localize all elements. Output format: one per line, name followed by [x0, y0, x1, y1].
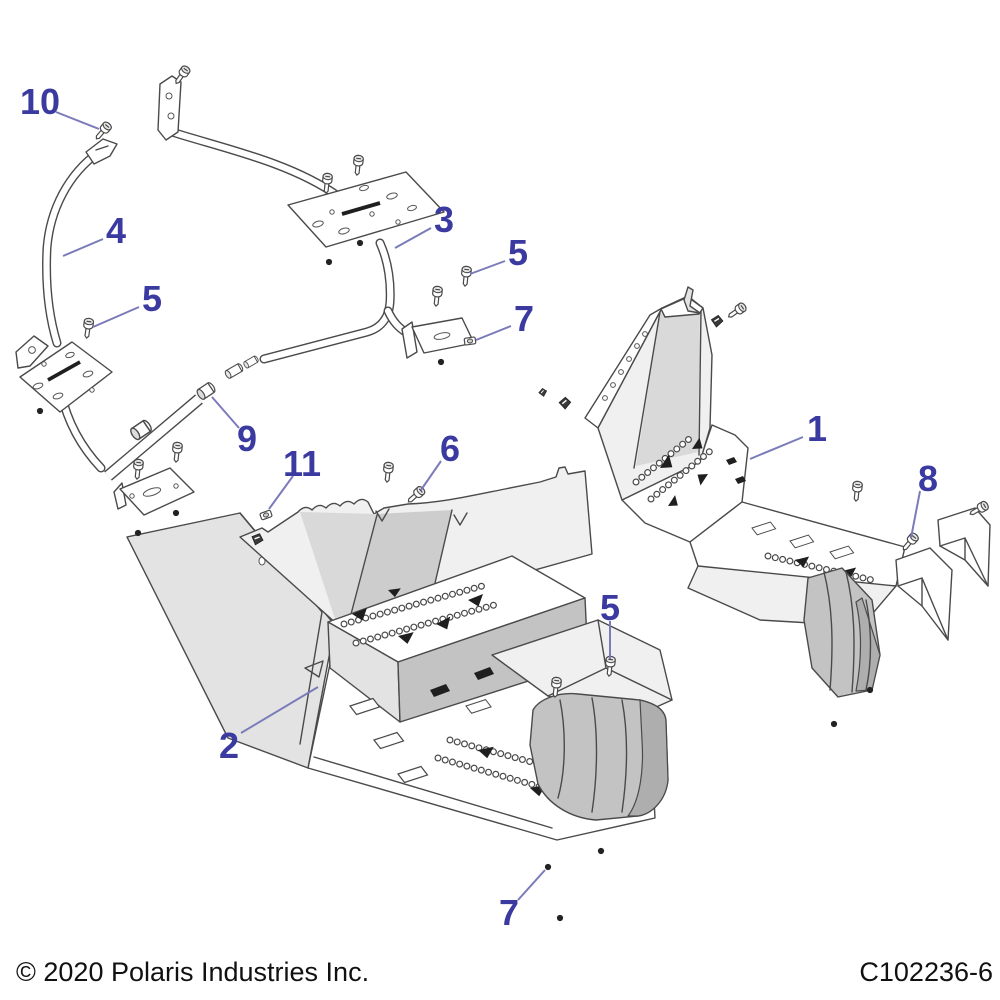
spacer-cylinder — [223, 362, 245, 380]
callout-7a-label: 7 — [514, 298, 534, 339]
part3-end-bracket — [401, 317, 475, 359]
screw — [850, 480, 864, 503]
copyright-text: © 2020 Polaris Industries Inc. — [16, 957, 369, 987]
callout-11-leader — [268, 475, 294, 510]
callout-7a-leader — [475, 325, 512, 341]
footer: © 2020 Polaris Industries Inc. C102236-6 — [16, 957, 993, 987]
part1-lower-treads — [751, 521, 876, 584]
clip — [710, 313, 725, 329]
part2-floor-triangle-mark — [304, 660, 324, 678]
screw — [131, 458, 145, 481]
nut-part7 — [463, 336, 477, 346]
callout-3-leader — [394, 227, 432, 249]
part2-riser-treads — [340, 581, 502, 647]
part4-mount-plate — [15, 335, 113, 413]
callouts: 10 4 5 3 5 7 9 11 6 1 8 5 2 7 — [20, 81, 938, 933]
spacer-rod-assembly — [104, 354, 260, 481]
screw — [381, 461, 395, 484]
callout-9-leader — [211, 396, 240, 429]
screw — [351, 154, 365, 177]
part2-sill-assembly — [491, 619, 673, 821]
callout-5a-label: 5 — [142, 278, 162, 319]
part1-tray-assembly — [803, 507, 991, 698]
screw-part5-mid — [459, 265, 473, 288]
screw-part5-left — [81, 317, 95, 340]
callout-10-leader — [55, 111, 100, 130]
callout-1-label: 1 — [807, 408, 827, 449]
mount-frame-center-part3 — [157, 75, 475, 364]
callout-6-label: 6 — [440, 428, 460, 469]
part-number-text: C102236-6 — [859, 957, 993, 987]
callout-8-leader — [910, 490, 921, 539]
callout-5b-label: 5 — [508, 232, 528, 273]
screw — [430, 285, 444, 308]
part3-mount-plate — [287, 171, 445, 248]
callout-2-label: 2 — [219, 725, 239, 766]
mount-frame-left-part4 — [15, 138, 195, 516]
callout-6-leader — [420, 460, 442, 491]
callout-4-leader — [62, 238, 104, 257]
callout-1-leader — [749, 436, 804, 460]
callout-10-label: 10 — [20, 81, 60, 122]
callout-8-label: 8 — [918, 458, 938, 499]
part3-plate-holes — [312, 184, 417, 235]
callout-5c-label: 5 — [600, 587, 620, 628]
screw — [170, 441, 184, 464]
callout-2-leader — [240, 686, 319, 734]
footwell-right-part1 — [584, 286, 991, 698]
callout-11-label: 11 — [283, 443, 321, 484]
spacer-cylinder-2 — [242, 354, 260, 370]
part2-wall-tab — [375, 508, 390, 522]
part3-top-flange — [157, 75, 182, 141]
part1-right-flap — [895, 547, 953, 641]
part1-wall-rim — [584, 307, 663, 429]
callout-7b-leader — [517, 869, 546, 901]
part1-upper-treads — [632, 431, 746, 511]
part4-lower-bracket — [113, 467, 195, 516]
part2-side-flap — [126, 512, 336, 769]
callout-3-label: 3 — [434, 199, 454, 240]
part4-top-hook — [85, 138, 118, 165]
clip — [557, 395, 573, 411]
footwell-left-part2 — [126, 466, 673, 841]
clip — [537, 386, 549, 399]
callout-4-label: 4 — [106, 210, 126, 251]
part1-back-wall — [597, 286, 713, 501]
callout-7b-label: 7 — [499, 892, 519, 933]
callout-5a-leader — [92, 306, 140, 328]
nut-part11 — [259, 509, 273, 521]
callout-5b-leader — [469, 260, 506, 275]
screw — [725, 301, 749, 322]
screw-part8 — [899, 531, 921, 554]
part4-plate-holes — [32, 351, 95, 400]
part2-riser-box — [327, 555, 589, 723]
callout-9-label: 9 — [237, 418, 257, 459]
part1-wall-pin — [683, 286, 701, 314]
